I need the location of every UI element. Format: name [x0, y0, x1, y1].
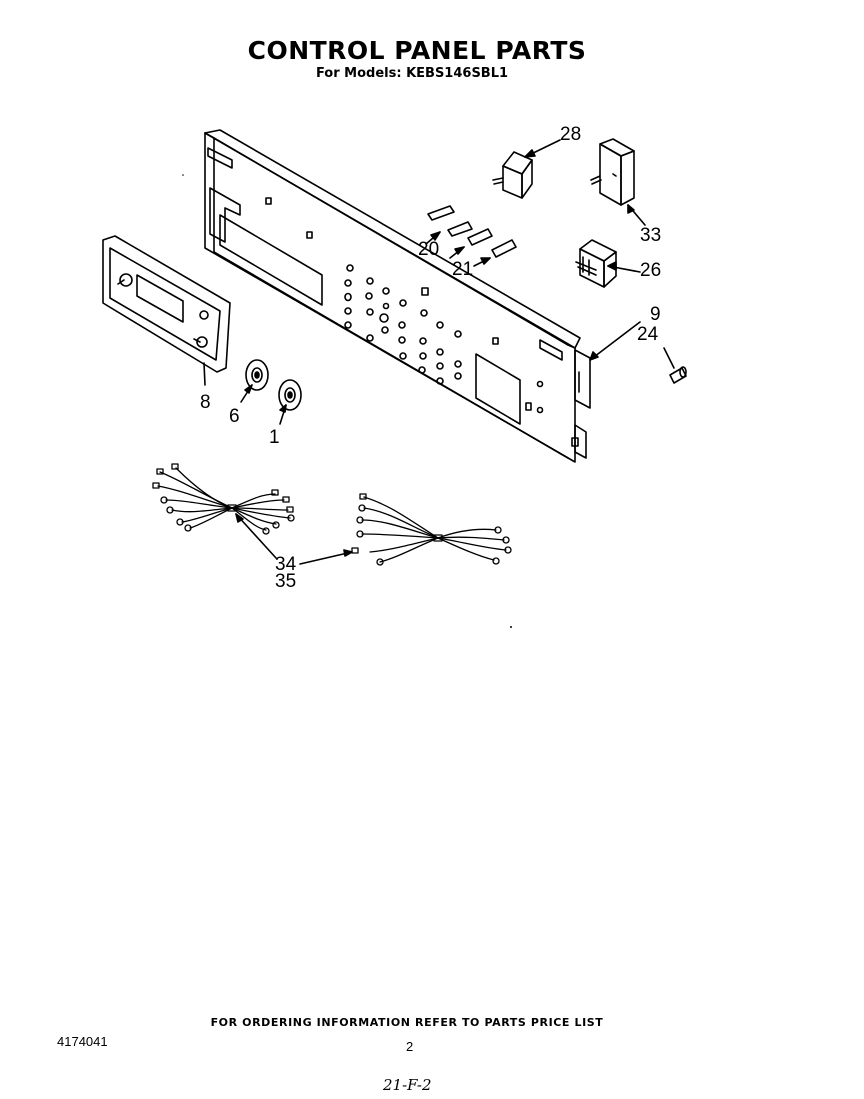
switch-part-26: [575, 239, 641, 288]
knob-part-6: [240, 359, 269, 403]
model-subtitle: For Models: KEBS146SBL1: [315, 66, 509, 81]
leader-part-9: [589, 321, 641, 361]
bezel-frame-part-8: [102, 235, 231, 386]
ordering-note: FOR ORDERING INFORMATION REFER TO PARTS …: [210, 1016, 604, 1029]
callout-1: 1: [269, 427, 280, 448]
callout-34: 34: [275, 554, 297, 575]
knob-part-1: [278, 379, 302, 425]
callout-labels: 28 33 20 21 26 9 24 8 6 1 34 35: [200, 124, 661, 592]
callout-6: 6: [229, 406, 240, 427]
wire-harness-right: [351, 493, 512, 566]
handwritten-code: 21-F-2: [383, 1076, 432, 1094]
document-number: 4174041: [57, 1034, 108, 1049]
screw-part-24: [663, 347, 687, 384]
callout-21: 21: [452, 259, 473, 280]
page-title: CONTROL PANEL PARTS: [247, 36, 587, 65]
page-number: 2: [406, 1039, 414, 1054]
pins-parts-20-21: [425, 205, 517, 267]
callout-9: 9: [650, 304, 661, 325]
callout-24: 24: [637, 324, 659, 345]
switch-part-33: [590, 138, 646, 226]
callout-8: 8: [200, 392, 211, 413]
wire-harness-left: [152, 463, 295, 535]
callout-33: 33: [640, 225, 661, 246]
callout-26: 26: [640, 260, 661, 281]
callout-28: 28: [560, 124, 581, 145]
switch-part-28: [492, 139, 561, 199]
panel-holes: [344, 264, 544, 414]
callout-20: 20: [418, 239, 439, 260]
callout-35: 35: [275, 571, 296, 592]
leader-parts-34-35: [235, 513, 353, 565]
control-panel-body: [204, 129, 591, 463]
